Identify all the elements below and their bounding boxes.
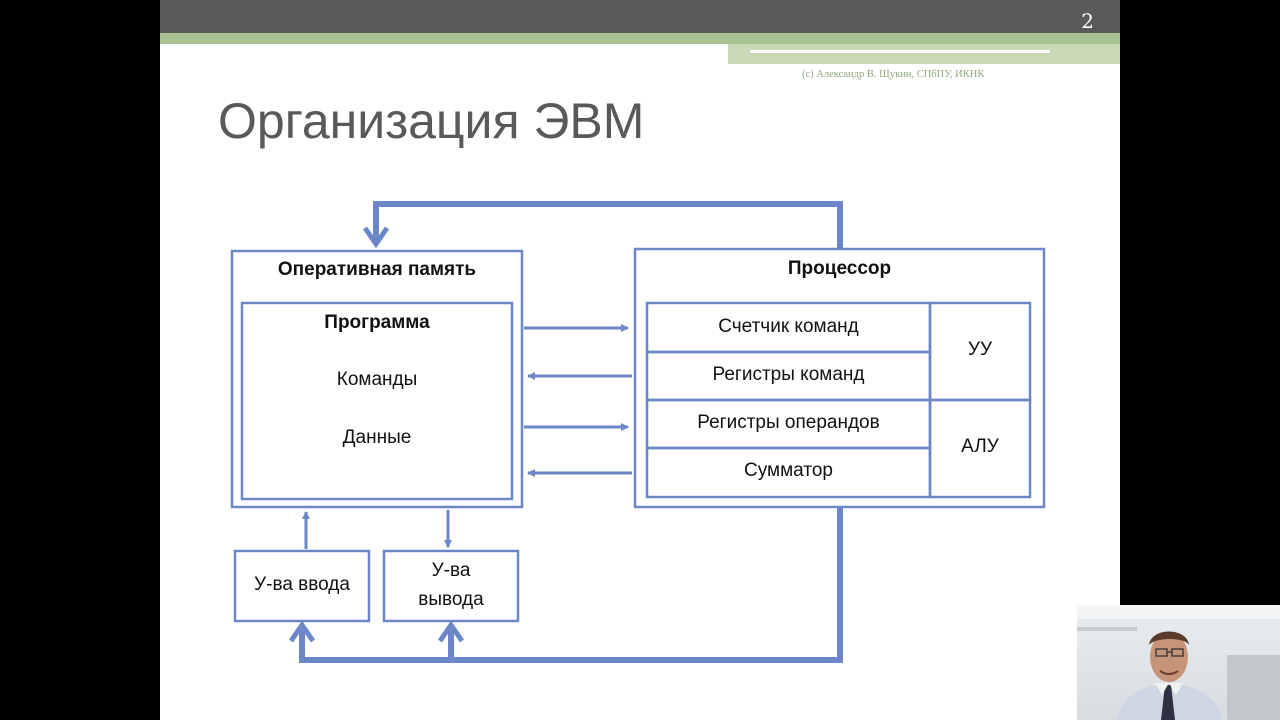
copyright-text: (c) Александр В. Щукин, СПбПУ, ИКНК xyxy=(802,69,985,80)
control-loop-bottom xyxy=(299,507,843,663)
slide-number: 2 xyxy=(1081,9,1094,33)
register-operands-label: Регистры операндов xyxy=(697,412,880,433)
input-device-label: У-ва ввода xyxy=(254,574,350,595)
register-commands-label: Регистры команд xyxy=(712,364,865,385)
control-loop-bottom-head-input xyxy=(288,620,316,643)
header-accent-line xyxy=(750,50,1050,53)
slide: 2 (c) Александр В. Щукин, СПбПУ, ИКНК Ор… xyxy=(160,0,1120,720)
memory-title: Оперативная память xyxy=(277,259,477,280)
accumulator-label: Сумматор xyxy=(744,460,833,481)
memory-box xyxy=(230,249,524,509)
computer-organization-diagram xyxy=(230,201,1046,663)
header-bar xyxy=(160,0,1120,33)
presenter-video xyxy=(1077,605,1280,720)
output-device-label-line2: вывода xyxy=(418,589,484,610)
alu-label: АЛУ xyxy=(961,436,999,457)
register-counter-label: Счетчик команд xyxy=(718,316,859,337)
presenter-figure xyxy=(1077,605,1280,720)
program-item-data: Данные xyxy=(342,427,412,448)
program-item-commands: Команды xyxy=(336,369,418,390)
alu-box xyxy=(928,398,1032,499)
slide-title: Организация ЭВМ xyxy=(218,93,645,149)
control-loop-top xyxy=(373,201,843,249)
header-accent-bar xyxy=(160,33,1120,44)
output-device-label-line1: У-ва xyxy=(431,560,471,581)
header-accent-band xyxy=(728,44,1120,64)
control-loop-top-head xyxy=(362,226,390,249)
processor-title: Процессор xyxy=(787,258,892,279)
control-unit-label: УУ xyxy=(967,339,993,360)
program-title: Программа xyxy=(324,312,430,333)
program-box xyxy=(240,301,514,501)
control-loop-bottom-head-output xyxy=(437,620,465,643)
